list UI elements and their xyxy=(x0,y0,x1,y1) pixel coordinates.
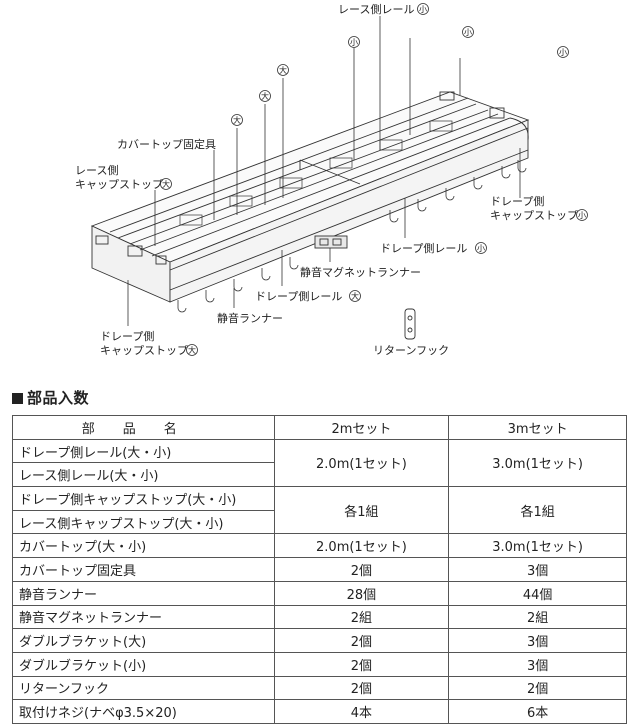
section-title: 部品入数 xyxy=(12,387,89,408)
size-mark-large: 大 xyxy=(162,179,170,189)
qty-2m: 2個 xyxy=(273,557,450,582)
part-name: 静音ランナー xyxy=(12,580,275,606)
part-name: レース側レール(大・小) xyxy=(12,462,275,488)
part-name: ドレープ側キャップストップ(大・小) xyxy=(12,486,275,511)
size-mark-small: 小 xyxy=(477,244,485,253)
table-header-row: 部品名 2mセット 3mセット xyxy=(12,415,627,440)
size-mark-small: 小 xyxy=(578,211,586,220)
part-name: ダブルブラケット(大) xyxy=(12,628,275,653)
label-return-hook: リターンフック xyxy=(373,344,449,357)
table-row: 取付けネジ(ナベφ3.5×20) 4本 6本 xyxy=(12,699,627,724)
part-name: ドレープ側レール(大・小) xyxy=(12,438,275,464)
size-mark-small: 小 xyxy=(350,38,358,47)
table-row: リターンフック 2個 2個 xyxy=(12,675,627,701)
part-name: ダブルブラケット(小) xyxy=(12,651,275,677)
size-mark-large: 大 xyxy=(351,291,359,301)
table-row: ダブルブラケット(大) 2個 3個 xyxy=(12,628,627,653)
table-row: ドレープ側キャップストップ(大・小) 各1組 各1組 xyxy=(12,486,627,535)
qty-2m: 2.0m(1セット) xyxy=(273,533,450,559)
qty-3m: 3.0m(1セット) xyxy=(448,533,627,559)
qty-3m: 6本 xyxy=(448,699,627,724)
label-drape-cap-large-1: ドレープ側 xyxy=(100,330,154,343)
qty-3m: 3個 xyxy=(448,557,627,582)
qty-2m: 4本 xyxy=(273,699,450,724)
label-drape-cap-small-1: ドレープ側 xyxy=(490,195,544,208)
qty-2m: 2個 xyxy=(273,675,450,701)
label-lace-cap-large-2: キャップストップ xyxy=(75,178,163,191)
size-mark-small: 小 xyxy=(419,5,427,14)
qty-2m: 2.0m(1セット) xyxy=(273,438,450,488)
part-name: 静音マグネットランナー xyxy=(12,604,275,630)
label-drape-cap-small-2: キャップストップ xyxy=(490,209,578,222)
part-name: カバートップ固定具 xyxy=(12,557,275,582)
label-silent-runner: 静音ランナー xyxy=(217,311,283,325)
qty-2m: 2個 xyxy=(273,628,450,653)
qty-3m: 各1組 xyxy=(448,486,627,535)
table-row: ダブルブラケット(小) 2個 3個 xyxy=(12,651,627,677)
label-cover-top-fixer: カバートップ固定具 xyxy=(117,137,216,151)
qty-2m: 28個 xyxy=(273,580,450,606)
table-row: カバートップ固定具 2個 3個 xyxy=(12,557,627,582)
part-name: リターンフック xyxy=(12,675,275,701)
table-row: ドレープ側レール(大・小) 2.0m(1セット) 3.0m(1セット) xyxy=(12,438,627,488)
size-mark-large: 大 xyxy=(188,345,196,355)
table-row: レース側レール(大・小) xyxy=(12,462,627,488)
size-mark-large: 大 xyxy=(261,91,269,101)
qty-3m: 3個 xyxy=(448,651,627,677)
qty-2m: 2組 xyxy=(273,604,450,630)
table-row: 静音マグネットランナー 2組 2組 xyxy=(12,604,627,630)
parts-table: 部品名 2mセット 3mセット ドレープ側レール(大・小) 2.0m(1セット)… xyxy=(12,415,627,724)
label-magnet-runner: 静音マグネットランナー xyxy=(300,265,421,279)
label-drape-cap-large-2: キャップストップ xyxy=(100,344,188,357)
qty-2m: 各1組 xyxy=(273,486,450,535)
part-name: レース側キャップストップ(大・小) xyxy=(12,509,275,535)
header-2m-set: 2mセット xyxy=(273,415,450,440)
table-row: カバートップ(大・小) 2.0m(1セット) 3.0m(1セット) xyxy=(12,533,627,559)
qty-3m: 2個 xyxy=(448,675,627,701)
section-title-text: 部品入数 xyxy=(27,389,90,407)
qty-3m: 3個 xyxy=(448,628,627,653)
square-bullet-icon xyxy=(12,393,23,404)
size-mark-small: 小 xyxy=(559,48,567,57)
size-mark-small: 小 xyxy=(464,28,472,37)
header-part-name: 部品名 xyxy=(12,415,275,440)
qty-3m: 3.0m(1セット) xyxy=(448,438,627,488)
return-hook-illustration xyxy=(404,308,416,340)
part-name: カバートップ(大・小) xyxy=(12,533,275,559)
label-drape-rail-large: ドレープ側レール xyxy=(255,290,342,303)
table-row: 静音ランナー 28個 44個 xyxy=(12,580,627,606)
label-lace-cap-large-1: レース側 xyxy=(75,164,118,177)
part-name: 取付けネジ(ナベφ3.5×20) xyxy=(12,699,275,724)
size-mark-large: 大 xyxy=(279,65,287,75)
qty-3m: 44個 xyxy=(448,580,627,606)
rail-assembly-illustration xyxy=(90,91,530,313)
label-lace-rail-small: レース側レール xyxy=(338,3,414,16)
header-3m-set: 3mセット xyxy=(448,415,627,440)
qty-2m: 2個 xyxy=(273,651,450,677)
qty-3m: 2組 xyxy=(448,604,627,630)
parts-diagram: レース側レール 小 小 小 小 大 大 大 カバートップ固定具 レース側 キャッ… xyxy=(75,3,588,357)
size-mark-large: 大 xyxy=(233,115,241,125)
label-drape-rail-small: ドレープ側レール xyxy=(380,242,467,255)
